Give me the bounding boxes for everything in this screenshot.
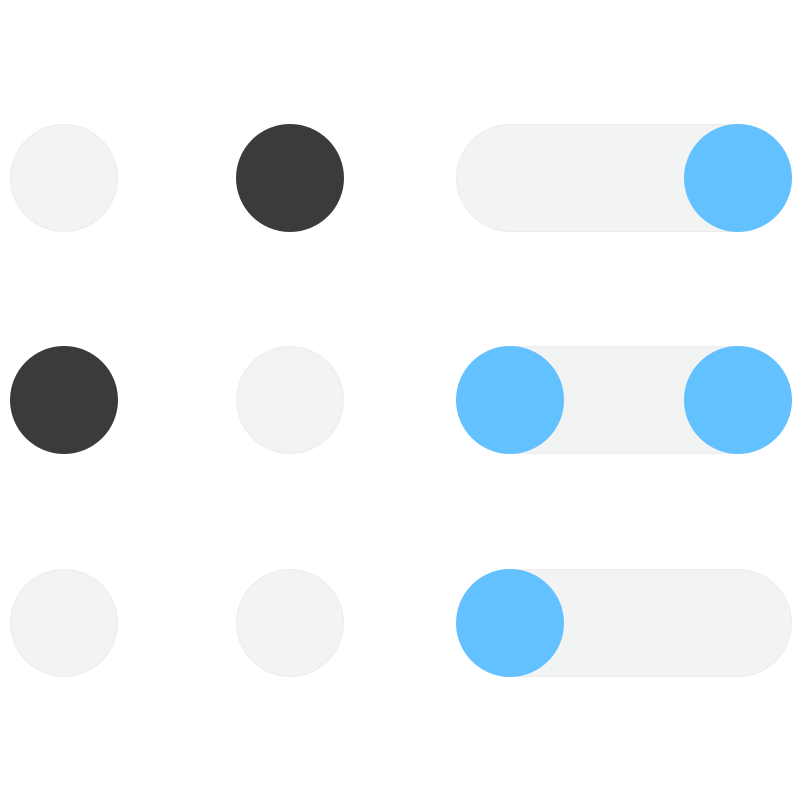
row-3-slider-left-knob[interactable] — [456, 569, 564, 677]
row-2-slider-left-knob[interactable] — [456, 346, 564, 454]
row-2-slider-right-knob[interactable] — [684, 346, 792, 454]
row-2-left-radio[interactable] — [10, 346, 118, 454]
row-1-left-radio[interactable] — [10, 124, 118, 232]
row-1-slider-right-knob[interactable] — [684, 124, 792, 232]
row-3-center-radio[interactable] — [236, 569, 344, 677]
row-2-center-radio[interactable] — [236, 346, 344, 454]
row-3-left-radio[interactable] — [10, 569, 118, 677]
row-1-center-radio[interactable] — [236, 124, 344, 232]
